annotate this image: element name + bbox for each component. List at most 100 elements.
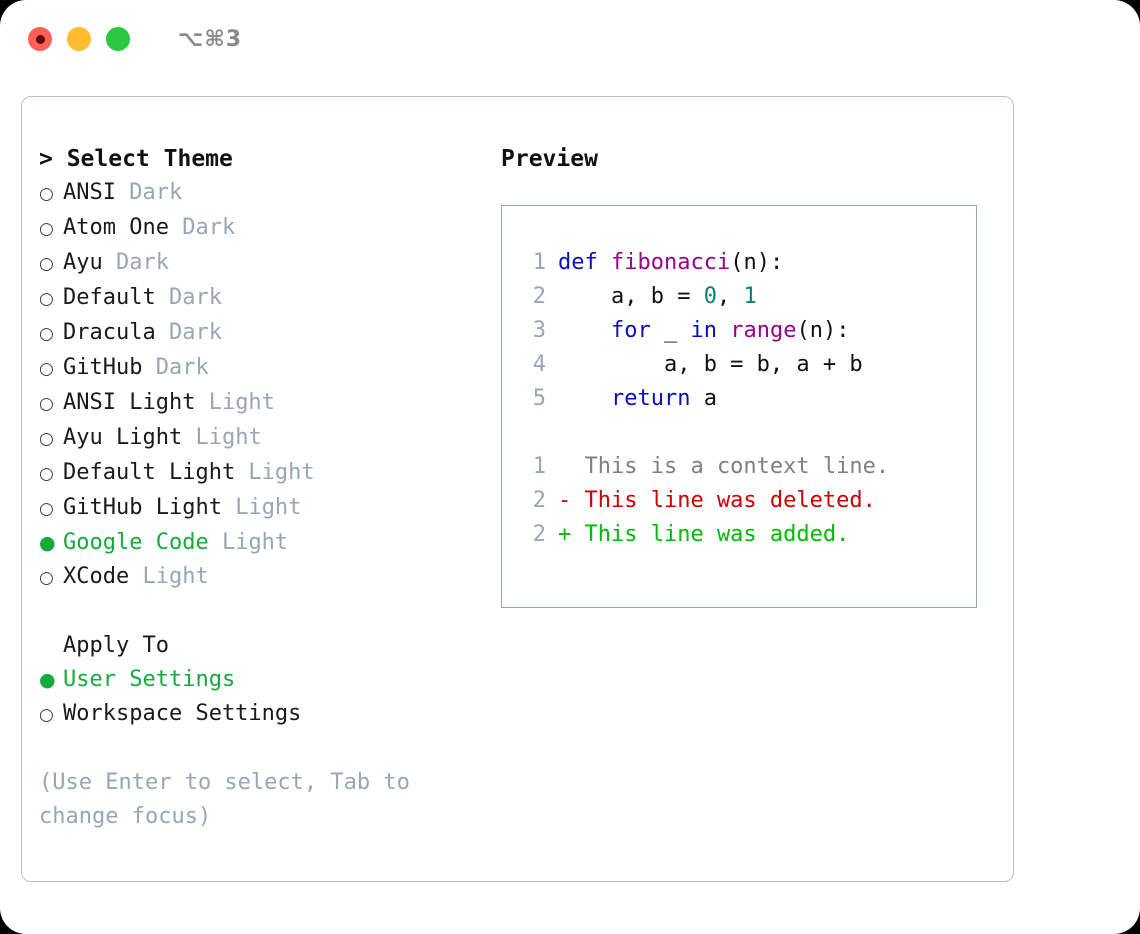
theme-option-kind: Dark (115, 180, 183, 205)
code-token: , (716, 284, 744, 309)
close-button[interactable] (28, 27, 52, 51)
apply-to-option[interactable]: ●User Settings (39, 663, 499, 697)
code-token: 1 (743, 284, 757, 309)
apply-to-list[interactable]: ●User Settings ○ Workspace Settings (39, 663, 499, 732)
theme-option-kind: Light (221, 495, 302, 520)
apply-to-option-name: User Settings (63, 667, 236, 692)
theme-option-kind: Light (195, 390, 275, 415)
traffic-lights (28, 27, 130, 51)
code-line: 1 def fibonacci(n): (516, 246, 976, 280)
theme-option[interactable]: ○XCode Light (39, 560, 499, 595)
radio-unselected-icon: ○ (39, 705, 54, 725)
theme-option[interactable]: ○ANSI Light Light (39, 386, 499, 421)
theme-option-kind: Dark (155, 320, 222, 345)
keyboard-shortcut-label: ⌥⌘3 (178, 26, 243, 52)
radio-unselected-icon: ○ (39, 289, 54, 309)
theme-option[interactable]: ○Atom One Dark (39, 211, 499, 246)
theme-selector-column: > Select Theme ○ANSI Dark○Atom One Dark○… (39, 142, 499, 834)
line-number: 1 (532, 250, 546, 275)
code-token: a, b = (558, 284, 704, 309)
preview-title: Preview (501, 146, 598, 172)
theme-option-kind: Light (235, 460, 315, 485)
diff-line: 2+ This line was added. (516, 518, 976, 552)
theme-option[interactable]: ○ ANSI Dark (39, 176, 499, 211)
theme-list[interactable]: ○ANSI Dark○Atom One Dark○Ayu Dark○Defaul… (39, 176, 499, 595)
apply-to-option[interactable]: ○ Workspace Settings (39, 697, 499, 732)
code-token: for (610, 318, 651, 343)
radio-unselected-icon: ○ (39, 464, 54, 484)
line-number: 1 (532, 454, 546, 479)
theme-option-name: Google Code (63, 530, 209, 555)
code-token (558, 318, 611, 343)
code-token (717, 318, 730, 343)
diff-sample: 1 This is a context line.2- This line wa… (516, 450, 976, 552)
radio-unselected-icon: ○ (39, 324, 54, 344)
theme-option-name: GitHub Light (63, 495, 222, 520)
maximize-button[interactable] (106, 27, 130, 51)
radio-unselected-icon: ○ (39, 499, 54, 519)
diff-text: - This line was deleted. (558, 488, 876, 513)
code-diff-gap (516, 416, 976, 450)
radio-unselected-icon: ○ (39, 359, 54, 379)
radio-unselected-icon: ○ (39, 429, 54, 449)
radio-unselected-icon: ○ (39, 394, 54, 414)
code-line: 3 for _ in range(n): (516, 314, 976, 348)
theme-option-name: Atom One (63, 215, 169, 240)
theme-option-name: Default (63, 285, 156, 310)
radio-unselected-icon: ○ (39, 254, 54, 274)
theme-option-kind: Dark (102, 250, 169, 275)
list-spacer (39, 595, 499, 629)
theme-option-name: Ayu Light (63, 425, 183, 450)
code-line: 2 a, b = 0, 1 (516, 280, 976, 314)
code-token: (n): (730, 250, 784, 275)
line-number: 4 (532, 352, 546, 377)
diff-text: This is a context line. (558, 454, 890, 479)
theme-option-name: Default Light (63, 460, 236, 485)
theme-option[interactable]: ○ Default Light Light (39, 456, 499, 491)
line-number: 5 (532, 386, 546, 411)
theme-option[interactable]: ○ Dracula Dark (39, 316, 499, 351)
radio-unselected-icon: ○ (39, 184, 54, 204)
theme-option[interactable]: ○Ayu Dark (39, 246, 499, 281)
radio-unselected-icon: ○ (39, 568, 54, 588)
line-number: 2 (532, 522, 546, 547)
code-token: return (610, 386, 691, 411)
code-token: a, b = b, a + b (558, 352, 863, 377)
theme-option[interactable]: ○Default Dark (39, 281, 499, 316)
theme-option-name: XCode (63, 564, 130, 589)
code-text: a, b = 0, 1 (558, 280, 757, 314)
minimize-button[interactable] (67, 27, 91, 51)
code-token: a (690, 386, 717, 411)
line-number: 3 (532, 318, 546, 343)
code-token (558, 386, 611, 411)
radio-unselected-icon: ○ (39, 219, 54, 239)
theme-option[interactable]: ○ GitHub Light Light (39, 491, 499, 526)
radio-selected-icon: ● (39, 532, 56, 554)
diff-line: 1 This is a context line. (516, 450, 976, 484)
code-token: fibonacci (610, 250, 731, 275)
keyboard-hint: (Use Enter to select, Tab to change focu… (39, 770, 410, 829)
code-line: 4 a, b = b, a + b (516, 348, 976, 382)
theme-option-name: GitHub (63, 355, 143, 380)
theme-option-name: Dracula (63, 320, 156, 345)
code-line: 5 return a (516, 382, 976, 416)
code-text: for _ in range(n): (558, 314, 849, 348)
theme-option-name: ANSI (63, 180, 116, 205)
apply-to-option-name: Workspace Settings (63, 701, 302, 726)
code-token: in (690, 318, 717, 343)
theme-option[interactable]: ○GitHub Dark (39, 351, 499, 386)
main-panel: > Select Theme ○ANSI Dark○Atom One Dark○… (21, 96, 1014, 882)
theme-option[interactable]: ○Ayu Light Light (39, 421, 499, 456)
code-token: (n): (796, 318, 850, 343)
code-text: a, b = b, a + b (558, 348, 863, 382)
theme-option[interactable]: ●Google Code Light (39, 526, 499, 560)
diff-line: 2- This line was deleted. (516, 484, 976, 518)
theme-list-title: > Select Theme (39, 146, 233, 172)
line-number: 2 (532, 284, 546, 309)
code-token: def (558, 250, 611, 275)
code-token: 0 (703, 284, 717, 309)
code-token: range (730, 318, 797, 343)
